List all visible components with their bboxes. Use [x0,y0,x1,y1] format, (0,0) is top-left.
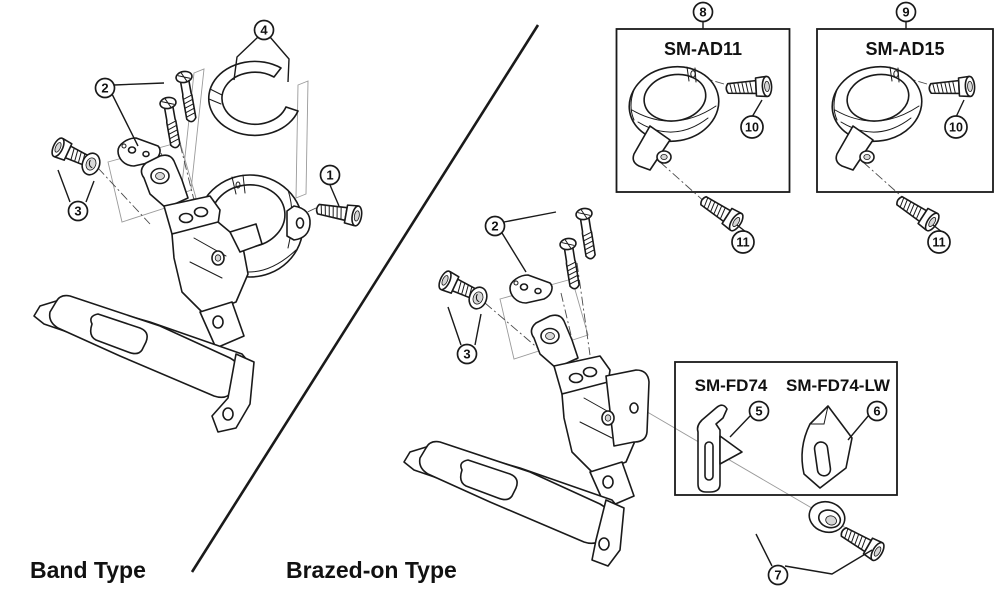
callout-10-ad11: 10 [740,115,764,139]
stop-washer-bolt-group [755,500,888,575]
band-derailleur-body [140,154,263,349]
sm-ad15-group [816,21,994,234]
callout-10-ad15-number: 10 [949,120,963,134]
clamp-shim [207,60,299,137]
band-type-label: Band Type [30,557,146,583]
callout-3-right: 3 [456,343,478,365]
callout-2-right: 2 [484,215,506,237]
sm-fd74-group [674,361,898,496]
callout-8-number: 8 [699,5,706,20]
sm-ad11-clamp-drawing [622,58,726,171]
fd74-clip-drawing [696,404,743,493]
callout-1: 1 [319,164,341,186]
band-clamp-bolt [314,198,364,228]
brazed-chain-cage [403,440,625,567]
callout-3-left: 3 [67,200,89,222]
sm-ad11-label: SM-AD11 [664,39,742,59]
band-type-assembly [33,60,364,433]
callout-2-left-number: 2 [101,81,108,96]
callout-9-number: 9 [902,5,909,20]
stop-washer [808,500,846,534]
callout-6-number: 6 [873,404,880,419]
sm-fd74-label: SM-FD74 [695,376,768,395]
brazed-on-type-assembly [403,206,871,567]
callout-10-ad11-number: 10 [745,120,759,134]
callout-11-ad11-number: 11 [736,235,749,249]
sm-ad15-clamp-drawing [825,58,929,171]
section-divider-line [190,24,540,573]
band-adapter-plate [117,137,161,167]
callout-11-ad11: 11 [731,230,755,254]
sm-fd74-lw-label: SM-FD74-LW [786,376,891,395]
brazed-on-type-label: Brazed-on Type [286,557,457,583]
callout-7-number: 7 [774,568,781,583]
callout-8: 8 [692,1,714,23]
callout-3-right-number: 3 [463,347,470,362]
sm-fd74-box [674,361,898,496]
callout-4: 4 [253,19,275,41]
sm-ad15-label: SM-AD15 [865,39,944,59]
callout-7: 7 [767,564,789,586]
sm-ad15-box [816,28,994,193]
callouts: 1 2 3 4 2 3 5 6 7 8 9 10 [67,1,968,586]
band-chain-cage [33,294,255,433]
callout-11-ad15: 11 [927,230,951,254]
band-fixing-screw-a [174,69,201,124]
ad11-clamp-bolt [724,75,773,100]
callout-2-right-number: 2 [491,219,498,234]
callout-5: 5 [748,400,770,422]
callout-1-number: 1 [326,168,333,183]
fd74-callout-leaders [729,414,870,441]
callout-9: 9 [895,1,917,23]
callout-11-ad15-number: 11 [932,235,945,249]
brazed-derailleur-body [530,314,650,509]
callout-10-ad15: 10 [944,115,968,139]
ad15-clamp-bolt [927,75,976,100]
callout-6: 6 [866,400,888,422]
callout-brackets [57,36,557,346]
fd74-lw-plate-drawing [801,405,853,489]
band-fixing-screw-b [158,95,185,150]
brazed-adapter-plate [509,274,553,304]
callout-5-number: 5 [755,404,762,419]
callout-4-number: 4 [260,23,268,38]
callout-3-left-number: 3 [74,204,81,219]
sm-ad11-group [615,21,791,234]
stop-callout-bracket [755,533,873,575]
brazed-fixing-screw-a [574,206,600,261]
brazed-fixing-screw-b [558,236,584,291]
callout-2-left: 2 [94,77,116,99]
